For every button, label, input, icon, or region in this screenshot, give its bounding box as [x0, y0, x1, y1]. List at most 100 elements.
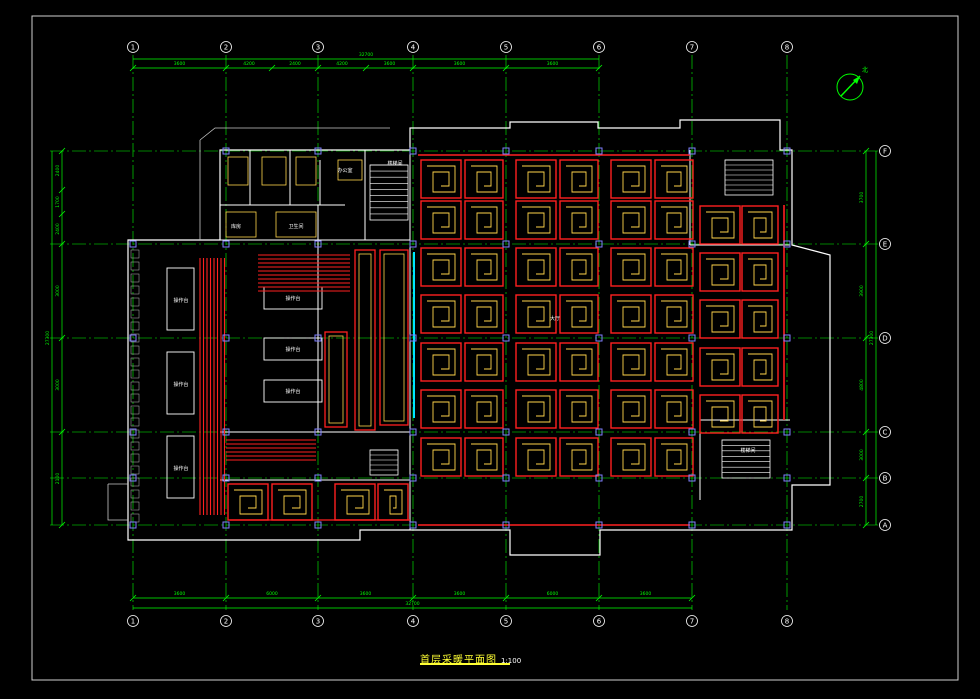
axis-label: 2	[224, 44, 228, 52]
column-post	[595, 334, 603, 342]
axis-bubble	[593, 41, 605, 53]
room-label: 操作台	[173, 297, 188, 304]
column-post	[502, 521, 510, 529]
wall-radiator	[130, 297, 140, 307]
axis-bubble	[127, 615, 139, 627]
wall-radiator	[130, 369, 140, 379]
dim-tick	[58, 186, 66, 194]
dim-tick	[862, 147, 870, 155]
pipe-loop-inner	[617, 348, 646, 376]
pipe-loop-outer	[377, 483, 409, 521]
axis-label: D	[882, 335, 887, 343]
dim-tick	[222, 594, 230, 602]
pipe-loop-inner	[566, 300, 593, 328]
column-post	[314, 334, 322, 342]
dim-text: 3600	[547, 61, 559, 67]
dim-tick	[222, 64, 230, 72]
pipe-loop-inner	[566, 395, 593, 423]
wall-radiator	[130, 345, 140, 355]
column-post	[783, 240, 791, 248]
pipe-loop-inner	[427, 443, 456, 471]
dim-text: 6000	[547, 591, 559, 597]
dim-text: 2700	[859, 496, 865, 508]
column-post	[783, 334, 791, 342]
column-post	[222, 240, 230, 248]
dim-tick	[268, 64, 276, 72]
dim-text: 2400	[289, 61, 301, 67]
column-post	[314, 147, 322, 155]
axis-label: 8	[785, 618, 789, 626]
wall-radiator	[130, 285, 140, 295]
pipe-strip-inner	[383, 253, 405, 422]
pipe-loop-outer	[559, 294, 599, 334]
pipe-loop-outer	[464, 437, 504, 477]
pipe-loop-inner	[471, 348, 498, 376]
dim-tick	[129, 64, 137, 72]
axis-grid	[50, 55, 878, 610]
axis-label: 4	[411, 44, 416, 52]
column-post	[314, 240, 322, 248]
dim-tick	[502, 64, 510, 72]
dim-text: 3600	[384, 61, 396, 67]
wall-radiator	[130, 489, 140, 499]
pipe-loop-outer	[610, 437, 652, 477]
pipe-loop-outer	[559, 247, 599, 287]
pipe-strip	[324, 331, 348, 428]
axis-label: 5	[504, 618, 508, 626]
wall-radiator	[130, 333, 140, 343]
axis-label: 7	[690, 44, 694, 52]
axis-label: C	[883, 429, 888, 437]
column-post	[222, 521, 230, 529]
pipe-strip-inner	[328, 335, 344, 424]
column-post	[129, 334, 137, 342]
pipe-loop-inner	[471, 300, 498, 328]
pipe-loop-inner	[341, 489, 370, 515]
column-post	[222, 147, 230, 155]
pipe-loop-inner	[748, 258, 773, 286]
pipe-loop-outer	[654, 342, 694, 382]
column-post	[688, 334, 696, 342]
pipe-loop-outer	[699, 299, 741, 339]
pipe-loop-inner	[427, 165, 456, 193]
pipe-loop-inner	[617, 300, 646, 328]
dim-text: 3000	[859, 449, 865, 461]
dim-text: 6000	[266, 591, 278, 597]
pipe-loop-outer	[464, 247, 504, 287]
pipe-loop-inner	[706, 400, 735, 428]
pipe-loop-inner	[566, 348, 593, 376]
pipe-loop-outer	[464, 389, 504, 429]
operation-table	[263, 379, 323, 403]
stair-outline	[724, 159, 774, 196]
stair-outline	[721, 439, 771, 479]
pipe-loop-outer	[559, 159, 599, 199]
dim-tick	[502, 594, 510, 602]
pipe-loop-outer	[610, 389, 652, 429]
dim-text: 2400	[55, 165, 61, 177]
axis-bubble	[220, 615, 232, 627]
wall-radiator	[130, 249, 140, 259]
pipe-loop-outer	[559, 389, 599, 429]
dim-tick	[409, 594, 417, 602]
column-post	[688, 474, 696, 482]
axis-label: E	[883, 241, 887, 249]
pipe-loop-inner	[617, 165, 646, 193]
drawing-frame	[31, 15, 959, 681]
dim-text: 2100	[55, 473, 61, 485]
pipe-loop-inner	[522, 165, 551, 193]
column-post	[314, 428, 322, 436]
pipe-loop-outer	[741, 299, 779, 339]
pipe-loop-outer	[464, 294, 504, 334]
axis-bubble	[500, 615, 512, 627]
pipe-loop-inner	[706, 305, 735, 333]
wall-radiator	[130, 513, 140, 523]
dim-text: 3600	[360, 591, 372, 597]
title-underline	[420, 663, 510, 665]
axis-label: 6	[597, 44, 602, 52]
room-labels: 操作台操作台操作台操作台操作台操作台库房卫生间办公室楼梯间楼梯间大厅	[173, 160, 755, 472]
axis-label: A	[883, 522, 888, 530]
wall-radiator	[130, 357, 140, 367]
pipe-loop-inner	[471, 165, 498, 193]
column-post	[595, 474, 603, 482]
pipe-loop-outer	[515, 342, 557, 382]
drawing-title: 首层采暖平面图	[420, 655, 497, 666]
